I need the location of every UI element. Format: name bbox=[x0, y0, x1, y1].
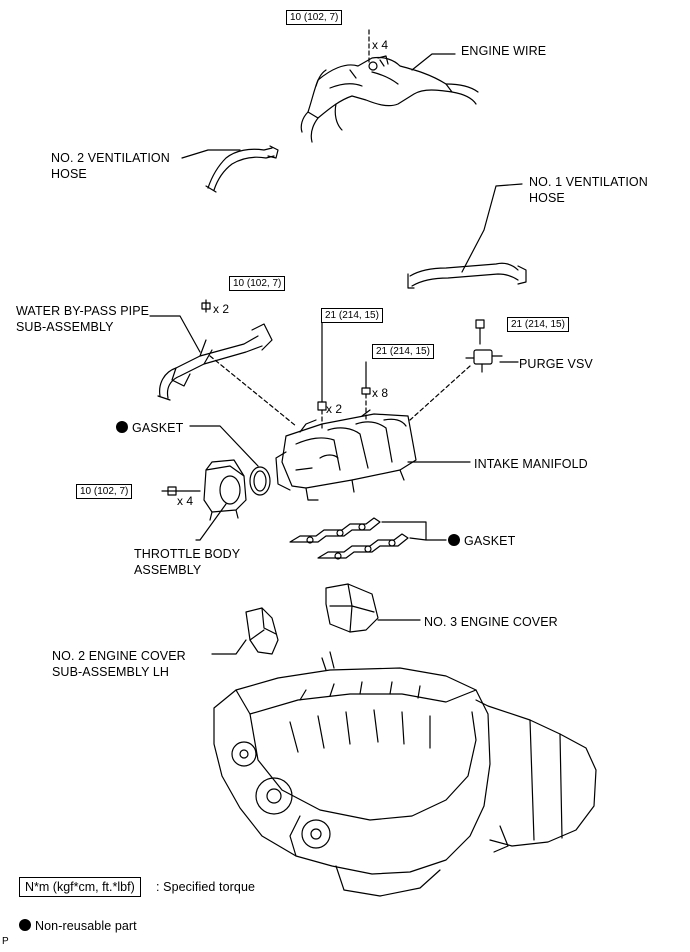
no2-ventilation-hose-part bbox=[205, 145, 279, 193]
torque-engine-wire-nut: 10 (102, 7) bbox=[286, 10, 343, 25]
label-no2-ventilation-hose-line2: HOSE bbox=[51, 167, 87, 181]
label-no2-ventilation-hose-line1: NO. 2 VENTILATION bbox=[51, 151, 170, 165]
label-no1-ventilation-hose-line2: HOSE bbox=[529, 191, 565, 205]
label-gasket-throttle: GASKET bbox=[116, 420, 183, 436]
gasket-throttle-text: GASKET bbox=[132, 421, 184, 435]
qty-engine-wire-nut: x 4 bbox=[372, 38, 389, 52]
label-no1-ventilation-hose-line1: NO. 1 VENTILATION bbox=[529, 175, 648, 189]
label-no3-engine-cover: NO. 3 ENGINE COVER bbox=[424, 615, 558, 629]
nonreusable-dot-icon bbox=[448, 534, 460, 546]
water-bypass-pipe-part bbox=[157, 323, 273, 401]
qty-water-pipe-bolt: x 2 bbox=[213, 302, 230, 316]
torque-throttle-bolt: 10 (102, 7) bbox=[76, 484, 133, 499]
intake-manifold-part bbox=[275, 409, 417, 501]
label-no2-engine-cover-line1: NO. 2 ENGINE COVER bbox=[52, 649, 186, 663]
torque-purge-vsv-bolt: 21 (214, 15) bbox=[507, 317, 569, 332]
label-throttle-body-line2: ASSEMBLY bbox=[134, 563, 202, 577]
label-intake-manifold: INTAKE MANIFOLD bbox=[474, 457, 588, 471]
qty-manifold-bolt: x 8 bbox=[372, 386, 389, 400]
nonreusable-dot-icon bbox=[19, 919, 31, 931]
qty-throttle-bolt: x 4 bbox=[177, 494, 194, 508]
torque-manifold-nut: 21 (214, 15) bbox=[321, 308, 383, 323]
no1-ventilation-hose-part bbox=[407, 262, 527, 289]
purge-vsv-part bbox=[465, 349, 503, 373]
legend-nonreusable: Non-reusable part bbox=[19, 918, 137, 934]
qty-manifold-nut: x 2 bbox=[326, 402, 343, 416]
label-purge-vsv: PURGE VSV bbox=[519, 357, 593, 371]
label-engine-wire: ENGINE WIRE bbox=[461, 44, 547, 58]
no3-engine-cover-part bbox=[325, 583, 379, 633]
label-no2-engine-cover-line2: SUB-ASSEMBLY LH bbox=[52, 665, 170, 679]
gasket-manifold-text: GASKET bbox=[464, 534, 516, 548]
no2-engine-cover-part bbox=[245, 607, 279, 655]
throttle-gasket-part bbox=[249, 466, 271, 496]
manifold-gasket-part bbox=[289, 517, 409, 560]
throttle-body-part bbox=[203, 459, 247, 521]
legend-torque-unit-box: N*m (kgf*cm, ft.*lbf) bbox=[19, 877, 141, 897]
label-gasket-manifold: GASKET bbox=[448, 533, 515, 549]
corner-mark: P bbox=[2, 936, 9, 947]
torque-water-pipe-bolt: 10 (102, 7) bbox=[229, 276, 286, 291]
engine-wire-part bbox=[300, 55, 479, 143]
engine-assembly-part bbox=[213, 651, 597, 897]
nonreusable-dot-icon bbox=[116, 421, 128, 433]
label-throttle-body-line1: THROTTLE BODY bbox=[134, 547, 241, 561]
torque-manifold-bolt: 21 (214, 15) bbox=[372, 344, 434, 359]
label-water-bypass-pipe-line2: SUB-ASSEMBLY bbox=[16, 320, 114, 334]
label-water-bypass-pipe-line1: WATER BY-PASS PIPE bbox=[16, 304, 150, 318]
legend-nonreusable-text: Non-reusable part bbox=[35, 919, 137, 933]
legend-torque-description: : Specified torque bbox=[156, 880, 256, 894]
